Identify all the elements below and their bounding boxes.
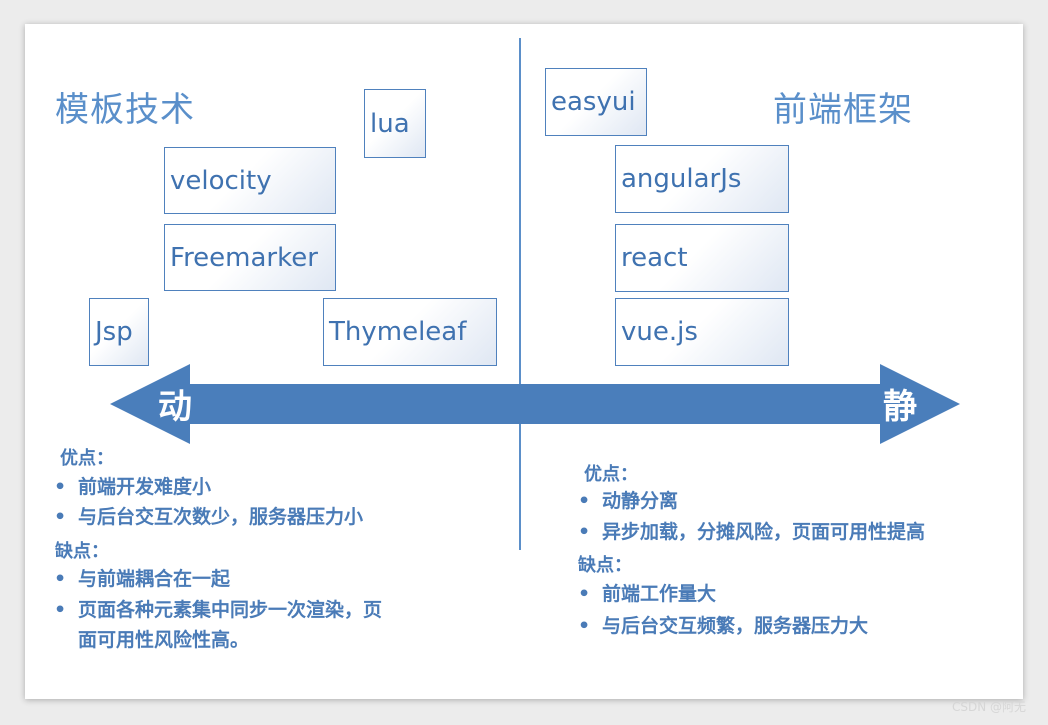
box-freemarker: Freemarker (164, 224, 336, 291)
box-lua: lua (364, 89, 426, 158)
dynamic-static-arrow (110, 364, 960, 444)
right-pro-item: 异步加载，分摊风险，页面可用性提高 (578, 517, 925, 547)
left-pro-item: 与后台交互次数少，服务器压力小 (54, 502, 363, 532)
box-vuejs: vue.js (615, 298, 789, 366)
right-con-item: 前端工作量大 (578, 579, 716, 609)
right-con-item: 与后台交互频繁，服务器压力大 (578, 611, 868, 641)
arrow-shape (110, 364, 960, 444)
left-con-item: 页面各种元素集中同步一次渲染，页 (54, 595, 382, 625)
right-cons-label: 缺点： (578, 555, 632, 576)
template-tech-heading: 模板技术 (55, 90, 195, 130)
watermark: CSDN @阿无 (951, 700, 1026, 714)
box-thymeleaf: Thymeleaf (323, 298, 497, 366)
frontend-framework-heading: 前端框架 (773, 90, 913, 130)
left-cons-label: 缺点： (55, 541, 109, 562)
left-con-item: 与前端耦合在一起 (54, 564, 230, 594)
right-pros-label: 优点： (584, 464, 638, 485)
box-angularjs: angularJs (615, 145, 789, 213)
left-pros-label: 优点： (60, 448, 114, 469)
box-easyui: easyui (545, 68, 647, 136)
box-react: react (615, 224, 789, 292)
left-pro-item: 前端开发难度小 (54, 472, 211, 502)
arrow-label-static: 静 (883, 387, 917, 427)
right-pro-item: 动静分离 (578, 486, 678, 516)
center-divider (519, 38, 521, 550)
box-velocity: velocity (164, 147, 336, 214)
diagram-card: 模板技术 lua velocity Freemarker Jsp Thymele… (25, 24, 1023, 699)
box-jsp: Jsp (89, 298, 149, 366)
arrow-label-dynamic: 动 (158, 387, 192, 427)
left-con-item-continued: 面可用性风险性高。 (78, 629, 250, 651)
